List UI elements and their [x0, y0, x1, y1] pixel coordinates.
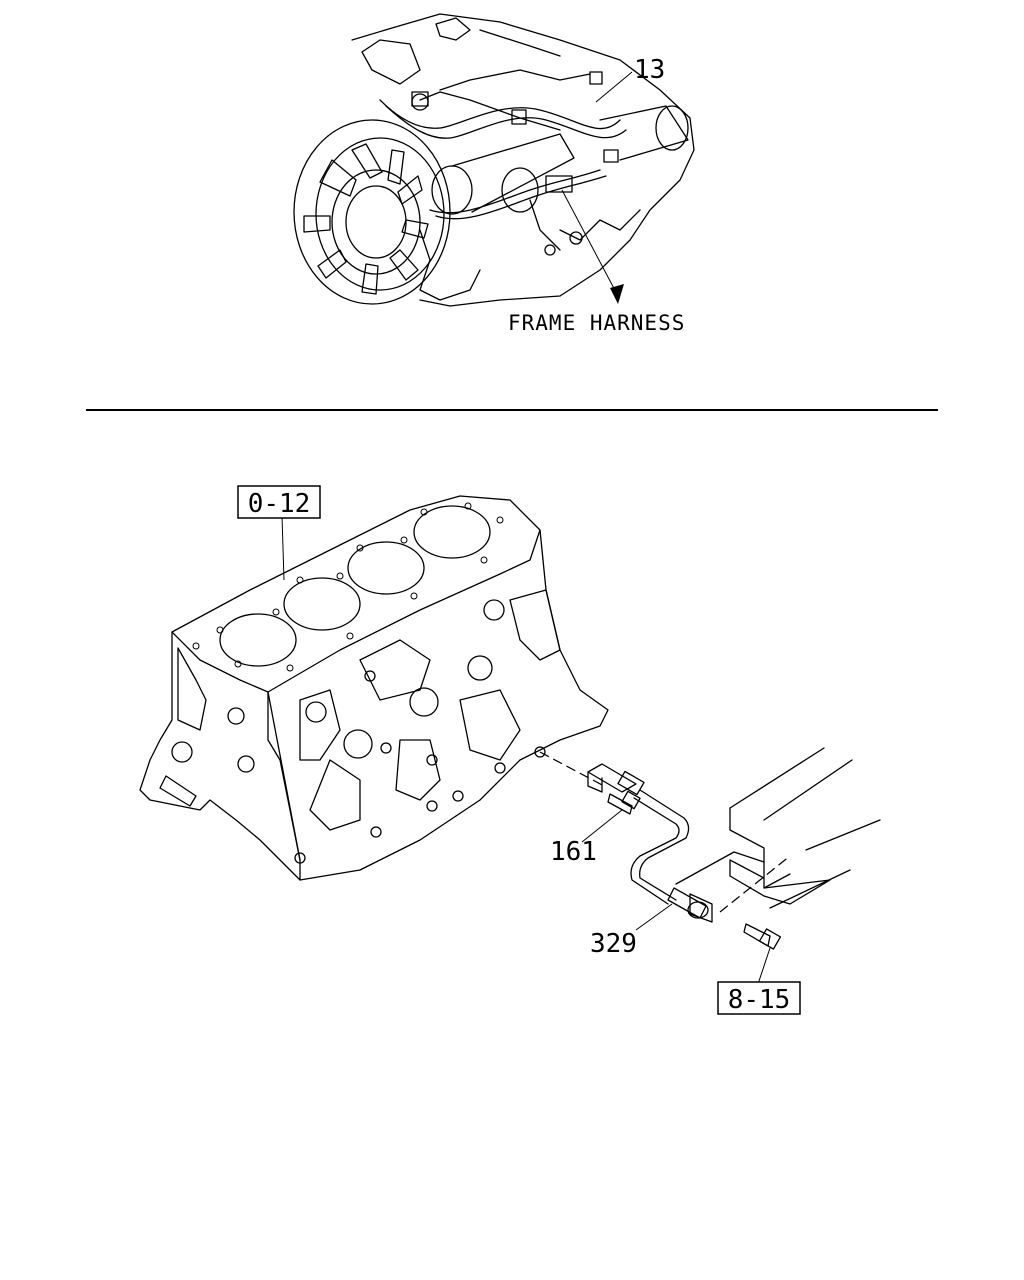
ref-box-8-15-frame: [717, 981, 801, 1015]
ref-box-0-12: 0-12: [248, 489, 311, 519]
frame-member: [675, 747, 881, 909]
callout-329-leader: [635, 903, 673, 931]
bolt-8-15: [743, 923, 782, 950]
callout-329: 329: [590, 929, 637, 959]
ref-box-0-12-frame: [237, 485, 321, 519]
callout-161: 161: [550, 837, 597, 867]
callout-161-leader: [581, 809, 623, 843]
bolt-161: [607, 790, 641, 815]
frame-harness-label: FRAME HARNESS: [508, 311, 685, 335]
callout-13-leader: [595, 71, 633, 103]
callout-13: 13: [634, 55, 665, 85]
frame-harness-arrow: [561, 189, 624, 304]
sensor-tube-bracket: [587, 763, 713, 923]
ref-0-12-leader: [281, 515, 285, 581]
mount-dash-line: [539, 751, 605, 787]
ref-8-15-leader: [757, 947, 771, 985]
ref-box-8-15: 8-15: [728, 985, 791, 1015]
engine-assembly-drawing: [293, 13, 695, 307]
cylinder-block-drawing: [139, 495, 609, 881]
